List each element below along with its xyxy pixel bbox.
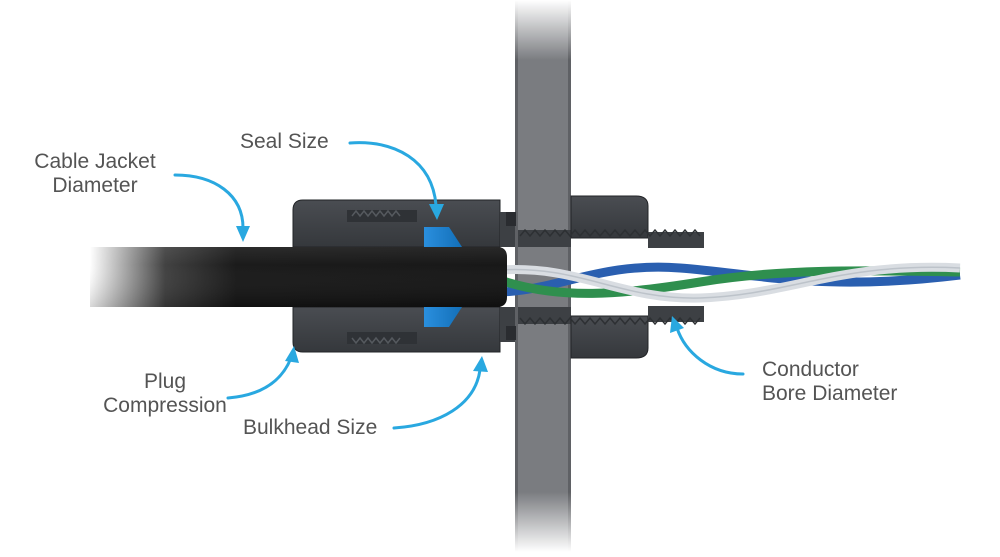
- seal: [424, 227, 462, 327]
- cable-jacket: [90, 247, 507, 307]
- seal-size-arrow: [348, 141, 438, 207]
- seal-size-label: Seal Size: [240, 130, 329, 154]
- plug-compression-arrowhead: [285, 346, 299, 363]
- cable-jacket-label-line1: Cable Jacket: [34, 150, 156, 173]
- conductor-wires: [498, 250, 1000, 310]
- conductor-bore-arrowhead: [670, 316, 684, 333]
- cable-jacket-arrowhead: [236, 226, 250, 242]
- bulkhead-size-arrow: [392, 368, 482, 430]
- bulkhead-size-arrowhead: [473, 356, 488, 372]
- callout-arrows: [173, 141, 745, 430]
- seal-size-text: Seal Size: [240, 130, 329, 153]
- cable-jacket-arrow: [173, 173, 245, 230]
- cable-jacket-label-line2: Diameter: [52, 174, 138, 197]
- plug-compression-label-line1: Plug: [143, 370, 187, 393]
- callout-arrowheads: [236, 204, 684, 372]
- plug-compression-arrow: [226, 356, 293, 400]
- seal-size-arrowhead: [429, 204, 444, 220]
- conductor-bore-label-line1: Conductor: [762, 358, 859, 381]
- conductor-bore-diameter-label: Conductor Bore Diameter: [762, 358, 897, 406]
- plug-compression-label: Plug Compression: [100, 370, 230, 418]
- conductor-bore-label-line2: Bore Diameter: [762, 382, 898, 405]
- conductor-bore-arrow: [675, 326, 745, 376]
- cable-jacket-diameter-label: Cable Jacket Diameter: [20, 150, 170, 198]
- plug-compression-label-line2: Compression: [103, 394, 227, 417]
- bulkhead-size-label: Bulkhead Size: [243, 416, 377, 440]
- bulkhead-size-text: Bulkhead Size: [243, 416, 378, 439]
